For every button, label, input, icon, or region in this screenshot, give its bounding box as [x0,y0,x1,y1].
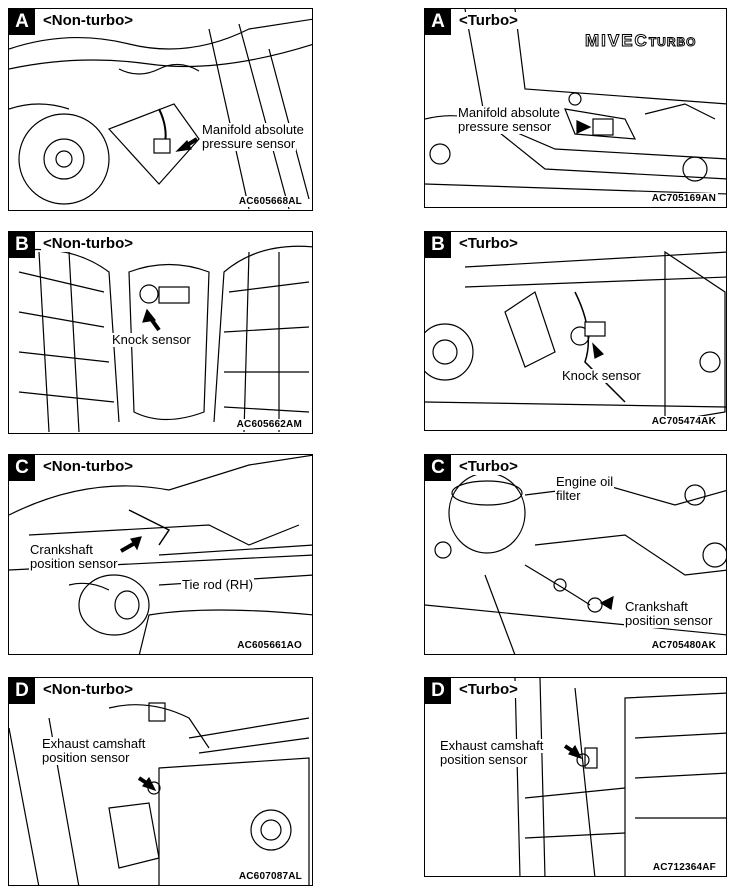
callout-line-2: pressure sensor [457,119,553,134]
engine-illustration [514,678,726,876]
figure-code: AC712364AF [650,862,718,873]
panel-a-turbo: A <Turbo> MIVECTURBO Manifold absolute p… [424,8,727,208]
panel-b-non-turbo: B <Non-turbo> Knock sensor AC605662AM [8,231,313,434]
figure-code: AC605661AO [235,640,304,651]
engine-illustration [425,472,726,654]
callout-line-1: Knock sensor [561,368,642,383]
figure-code: AC705480AK [649,640,718,651]
callout-line-1: Exhaust camshaft [439,738,545,753]
callout-line-1: Knock sensor [111,332,192,347]
figure-code: AC705474AK [649,416,718,427]
oil-filter-label-1: Engine oil [555,474,615,489]
tie-rod-label: Tie rod (RH) [181,577,255,592]
callout-line-2: pressure sensor [201,136,297,151]
oil-filter-label-2: filter [555,488,582,503]
section-badge: D [9,678,35,704]
section-badge: A [9,9,35,35]
callout-line-1: Manifold absolute [457,105,561,120]
callout-line-1: Crankshaft [624,599,689,614]
callout-line-2: position sensor [29,556,119,571]
callout-line-1: Exhaust camshaft [41,736,147,751]
callout-line-2: position sensor [624,613,714,628]
figure-code: AC607087AL [236,871,304,882]
figure-code: AC705169AN [649,193,718,204]
section-badge: D [425,678,451,704]
variant-label: <Non-turbo> [41,681,135,698]
callout-line-1: Manifold absolute [201,122,305,137]
figure-code: AC605668AL [236,196,304,207]
callout-line-2: position sensor [439,752,529,767]
callout-line-1: Crankshaft [29,542,94,557]
panel-a-non-turbo: A <Non-turbo> Manifold absolute pressure… [8,8,313,211]
variant-label: <Non-turbo> [41,12,135,29]
engine-illustration [9,702,310,885]
variant-label: <Turbo> [457,458,520,475]
section-badge: B [425,232,451,258]
variant-label: <Non-turbo> [41,458,135,475]
engine-illustration [425,250,726,423]
panel-b-turbo: B <Turbo> Knock sensor AC705474AK [424,231,727,431]
callout-line-2: position sensor [41,750,131,765]
figure-code: AC605662AM [234,419,304,430]
engine-illustration [9,18,312,210]
panel-d-non-turbo: D <Non-turbo> Exhaust camshaft position … [8,677,313,886]
engine-illustration [425,9,726,195]
panel-c-non-turbo: C <Non-turbo> Crankshaft position sensor… [8,454,313,655]
logo-subtext: TURBO [648,35,697,50]
panel-c-turbo: C <Turbo> Engine oil filter Crankshaft p… [424,454,727,655]
section-badge: C [9,455,35,481]
section-badge: A [425,9,451,35]
panel-d-turbo: D <Turbo> Exhaust camshaft position sens… [424,677,727,877]
section-badge: B [9,232,35,258]
variant-label: <Turbo> [457,12,520,29]
variant-label: <Non-turbo> [41,235,135,252]
variant-label: <Turbo> [457,681,520,698]
mivec-logo: MIVECTURBO [585,31,697,51]
section-badge: C [425,455,451,481]
variant-label: <Turbo> [457,235,520,252]
logo-text: MIVEC [585,31,649,51]
